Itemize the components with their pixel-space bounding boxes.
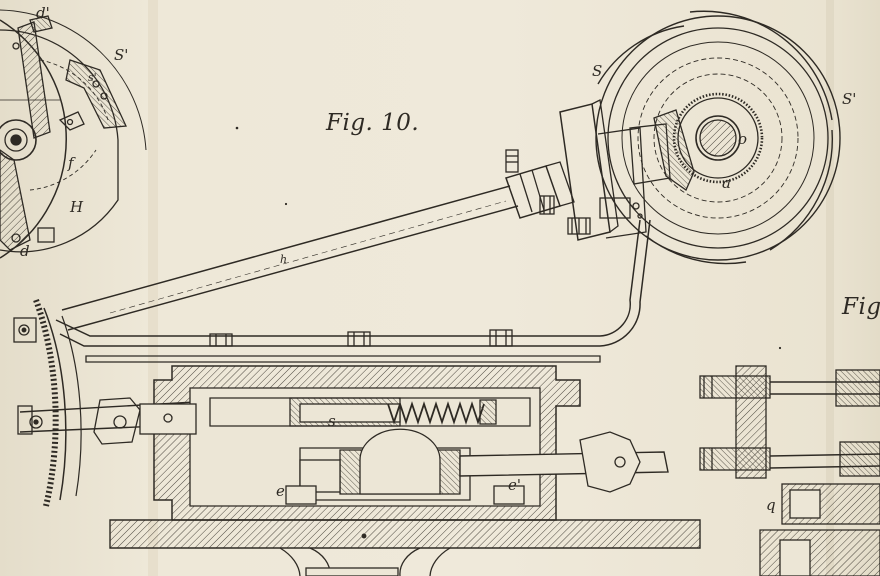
label-s-prime-top: S' xyxy=(114,46,129,64)
figure-caption: Fig. 10. xyxy=(326,110,420,136)
ink-speck xyxy=(235,126,239,130)
gear-segment xyxy=(13,298,82,507)
ink-speck xyxy=(778,346,782,350)
paper-crease-left xyxy=(148,0,158,576)
link-rod-h xyxy=(61,149,575,331)
figure-caption-right-partial: Fig xyxy=(842,294,880,320)
label-S: S xyxy=(592,62,603,80)
label-s-prime-small: s' xyxy=(88,71,97,84)
label-o: o xyxy=(738,130,748,148)
label-e: e xyxy=(276,482,285,500)
label-d: d xyxy=(20,242,30,260)
label-s: s xyxy=(328,412,336,430)
base-pedestal xyxy=(109,519,701,576)
label-d-prime: d' xyxy=(36,4,50,22)
paper-crease-right xyxy=(826,0,834,576)
label-S-prime-right: S' xyxy=(842,90,857,108)
label-a: a xyxy=(722,174,731,192)
label-H: H xyxy=(70,198,84,216)
label-f: f xyxy=(68,154,74,172)
ink-speck xyxy=(284,202,288,206)
label-q: q xyxy=(766,496,776,514)
gear-housing xyxy=(139,365,669,521)
label-h: h xyxy=(280,253,288,266)
left-dial-assembly xyxy=(0,9,147,259)
drive-wheel-assembly xyxy=(559,10,841,265)
right-partial-figure xyxy=(699,365,880,576)
label-e-prime: e' xyxy=(508,476,522,494)
curved-frame-arm xyxy=(55,219,651,363)
